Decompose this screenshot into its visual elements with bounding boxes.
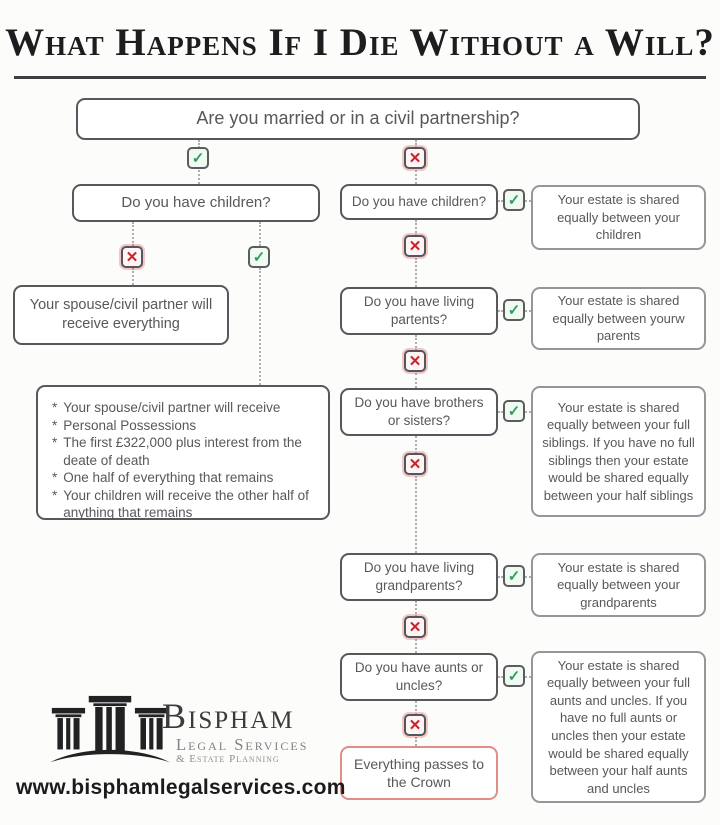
result-label: Your estate is shared equally between yo… [552, 293, 685, 344]
result-label: Your estate is shared equally between yo… [557, 192, 680, 243]
question-label: Do you have children? [351, 194, 487, 210]
list-item: *The first £322,000 plus interest from t… [52, 435, 302, 468]
no-cross-icon: ✕ [121, 246, 143, 268]
result-children: Your estate is shared equally between yo… [531, 185, 706, 250]
connector-line [415, 601, 417, 617]
no-cross-icon: ✕ [404, 350, 426, 372]
question-label: Do you have living partents? [363, 294, 475, 327]
result-siblings: Your estate is shared equally between yo… [531, 386, 706, 517]
result-label: Your estate is shared equally between yo… [542, 399, 695, 503]
connector-line [132, 268, 134, 285]
question-children-left-label: Do you have children? [121, 194, 271, 212]
website-url: www.bisphamlegalservices.com [16, 776, 346, 799]
connector-line [415, 701, 417, 715]
yes-check-icon: ✓ [248, 246, 270, 268]
list-item: *Your spouse/civil partner will receive [52, 400, 281, 415]
list-item: *Your children will receive the other ha… [52, 487, 309, 521]
question-brothers-sisters: Do you have brothers or sisters? [340, 388, 498, 436]
connector-line [415, 737, 417, 746]
yes-check-icon: ✓ [503, 665, 525, 687]
result-label: Your estate is shared equally between yo… [546, 657, 691, 796]
connector-line [415, 140, 417, 148]
question-label: Do you have brothers or sisters? [354, 395, 484, 428]
connector-line [415, 436, 417, 454]
result-spouse-everything: Your spouse/civil partner will receive e… [13, 285, 229, 345]
question-children-left: Do you have children? [72, 184, 320, 222]
yes-check-icon: ✓ [503, 565, 525, 587]
yes-check-icon: ✓ [503, 400, 525, 422]
connector-line [415, 476, 417, 553]
result-parents: Your estate is shared equally between yo… [531, 287, 706, 350]
no-cross-icon: ✕ [404, 453, 426, 475]
connector-line [198, 170, 200, 184]
yes-check-icon: ✓ [187, 147, 209, 169]
question-married-label: Are you married or in a civil partnershi… [196, 108, 520, 129]
inheritance-bullet-list: *Your spouse/civil partner will receive … [52, 399, 316, 522]
connector-line [415, 258, 417, 287]
result-label: Your estate is shared equally between yo… [557, 559, 680, 610]
logo-name: Bispham [162, 696, 295, 736]
connector-line [259, 268, 261, 385]
title-divider [14, 76, 706, 79]
result-spouse-everything-label: Your spouse/civil partner will receive e… [29, 297, 213, 332]
question-grandparents: Do you have living grandparents? [340, 553, 498, 601]
list-item: *One half of everything that remains [52, 470, 274, 486]
question-living-parents: Do you have living partents? [340, 287, 498, 335]
list-item: *Personal Possessions [52, 417, 197, 433]
question-children-right: Do you have children? [340, 184, 498, 220]
question-aunts-uncles: Do you have aunts or uncles? [340, 653, 498, 701]
connector-line [415, 373, 417, 388]
result-spouse-children-split: *Your spouse/civil partner will receive … [36, 385, 330, 520]
logo: Bispham Legal Services & Estate Planning [162, 698, 322, 765]
result-aunts-uncles: Your estate is shared equally between yo… [531, 651, 706, 803]
question-married: Are you married or in a civil partnershi… [76, 98, 640, 140]
connector-line [415, 170, 417, 184]
connector-line [415, 639, 417, 653]
pillars-icon [50, 695, 170, 763]
logo-subtitle: Legal Services [176, 735, 309, 754]
question-label: Do you have living grandparents? [363, 560, 475, 593]
connector-line [198, 140, 200, 148]
connector-line [415, 335, 417, 351]
connector-line [132, 222, 134, 246]
result-crown-label: Everything passes to the Crown [354, 755, 484, 790]
question-label: Do you have aunts or uncles? [354, 660, 484, 693]
connector-line [259, 222, 261, 246]
yes-check-icon: ✓ [503, 299, 525, 321]
result-crown: Everything passes to the Crown [340, 746, 498, 800]
yes-check-icon: ✓ [503, 189, 525, 211]
result-grandparents: Your estate is shared equally between yo… [531, 553, 706, 617]
no-cross-icon: ✕ [404, 235, 426, 257]
no-cross-icon: ✕ [404, 714, 426, 736]
connector-line [415, 220, 417, 236]
page-title: What Happens If I Die Without a Will? [5, 21, 715, 64]
no-cross-icon: ✕ [404, 616, 426, 638]
no-cross-icon: ✕ [404, 147, 426, 169]
logo-subtitle-2: & Estate Planning [176, 753, 280, 766]
